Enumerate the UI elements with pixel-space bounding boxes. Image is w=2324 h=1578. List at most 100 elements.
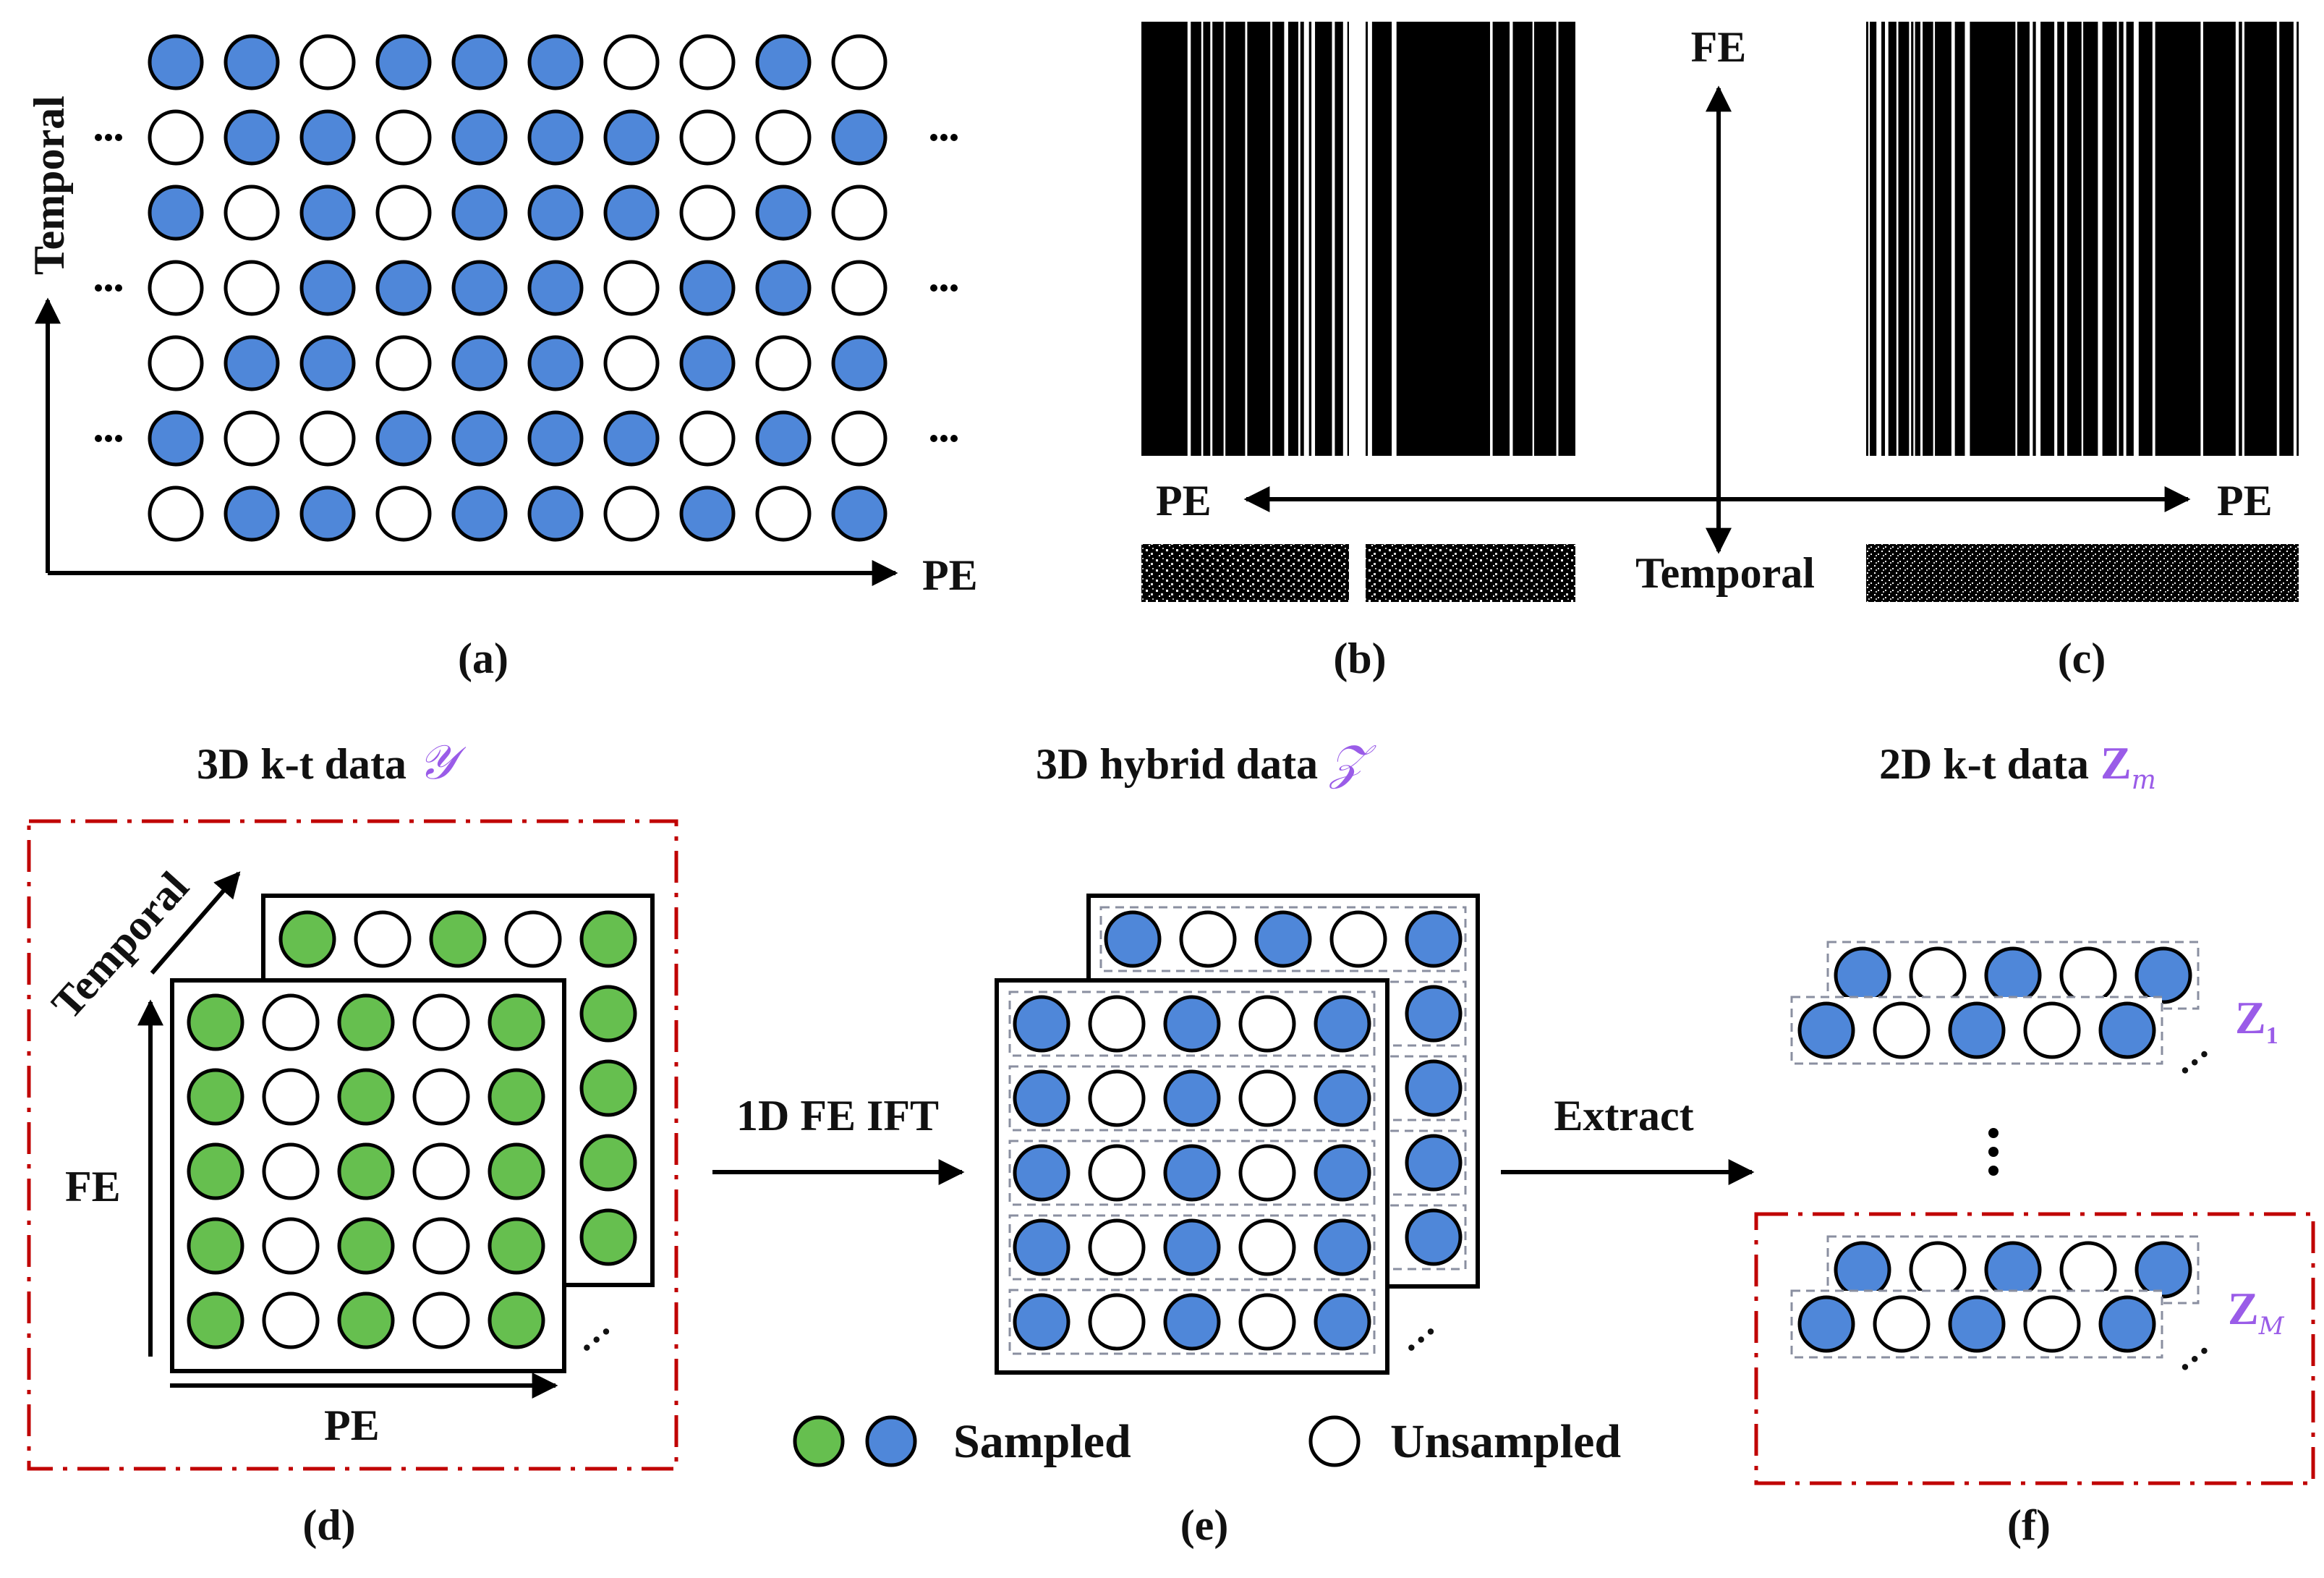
sample-dot (527, 34, 584, 90)
ellipsis-left (95, 284, 122, 292)
sample-dot (187, 1217, 244, 1275)
sample-dot (187, 1068, 244, 1126)
sample-dot (375, 184, 432, 241)
sample-dot (603, 109, 660, 166)
sample-dot (1984, 946, 2042, 1004)
unsampled-line (2242, 22, 2244, 456)
sample-dot (299, 260, 356, 316)
sample-dot (488, 1217, 545, 1275)
sample-dot (299, 335, 356, 391)
unsampled-line (1270, 22, 1273, 456)
sample-dot (451, 335, 508, 391)
panel-f-z1-ellipsis: ··· (2167, 1035, 2222, 1090)
ift-arrow-label: 1D FE IFT (736, 1092, 939, 1140)
unsampled-line (1556, 22, 1559, 456)
panel-d-caption: (d) (302, 1501, 355, 1549)
sample-dot (337, 1291, 395, 1349)
sample-dot (527, 410, 584, 467)
panel-d-dashdot-frame (27, 819, 678, 1471)
sample-dot (278, 910, 336, 968)
unsampled-line (2098, 22, 2103, 456)
unsampled-line (2081, 22, 2084, 456)
sample-dot (224, 184, 280, 241)
sample-dot (1314, 1144, 1371, 1202)
sample-dot (679, 184, 736, 241)
sample-dot (262, 1068, 320, 1126)
sample-dot (603, 410, 660, 467)
sample-dot (2098, 1295, 2156, 1353)
sample-dot (1254, 910, 1312, 968)
panel-a: Temporal PE (a) (25, 34, 978, 682)
sample-dot (1013, 1218, 1071, 1276)
sample-dot (148, 410, 204, 467)
unsampled-line (1342, 22, 1348, 456)
sample-dot (679, 109, 736, 166)
sample-dot (148, 260, 204, 316)
panel-f-zm-slices (1790, 1235, 2200, 1359)
unsampled-line (2035, 22, 2041, 456)
row-box (1008, 1140, 1376, 1206)
sample-dot (831, 485, 888, 542)
sample-dot (1909, 946, 1967, 1004)
unsampled-line (1311, 22, 1316, 456)
sample-dot (488, 1068, 545, 1126)
ellipsis-left (95, 134, 122, 141)
sample-dot (187, 993, 244, 1051)
ellipsis-right (930, 435, 958, 442)
sample-dot (1405, 1059, 1463, 1117)
sample-dot (1238, 1069, 1296, 1127)
unsampled-line (1392, 22, 1397, 456)
sample-dot (603, 485, 660, 542)
panel-f-dashdot-frame (1754, 1212, 2315, 1485)
sample-dot (2059, 946, 2117, 1004)
sample-dot (1238, 1144, 1296, 1202)
sample-dot (2134, 946, 2192, 1004)
sample-dot (1405, 1134, 1463, 1192)
unsampled-line (1210, 22, 1213, 456)
unsampled-line (1368, 22, 1372, 456)
sample-dot (375, 410, 432, 467)
ellipsis-left (95, 435, 122, 442)
unsampled-line (1223, 22, 1226, 456)
sample-dot (2023, 1295, 2081, 1353)
sample-dot (1314, 1293, 1371, 1351)
unsampled-line (1913, 22, 1915, 456)
unsampled-line (1965, 22, 1970, 456)
sample-dot (1179, 910, 1237, 968)
sample-dot (1013, 995, 1071, 1053)
row-box (1008, 1065, 1376, 1132)
sample-dot (224, 410, 280, 467)
sample-dot (1013, 1293, 1071, 1351)
sample-dot (527, 260, 584, 316)
row-box (1099, 906, 1467, 972)
unsampled-line (1298, 22, 1301, 456)
sample-dot (603, 34, 660, 90)
unsampled-line (1909, 22, 1912, 456)
sample-dot (2059, 1241, 2117, 1299)
sample-dot (1873, 1295, 1931, 1353)
panel-b-pe-label: PE (1156, 477, 1212, 525)
extract-arrow-label: Extract (1554, 1092, 1693, 1140)
unsampled-line (1284, 22, 1288, 456)
panel-d-temporal-arrow (150, 871, 241, 975)
panel-c-fe-pe-lines (1866, 22, 2299, 456)
sample-dot (375, 109, 432, 166)
sample-dot (1948, 1295, 2006, 1353)
sample-dot (579, 985, 637, 1043)
sample-dot (603, 335, 660, 391)
sample-dot (831, 184, 888, 241)
sample-dot (224, 109, 280, 166)
sample-dot (579, 910, 637, 968)
unsampled-line (1510, 22, 1513, 456)
legend-white-dot (1308, 1415, 1361, 1467)
panel-c-temporal-strip (1866, 544, 2299, 602)
sample-dot (579, 1134, 637, 1192)
sample-dot (488, 1142, 545, 1200)
unsampled-line (2293, 22, 2297, 456)
panel-e-front-grid (1008, 991, 1376, 1355)
